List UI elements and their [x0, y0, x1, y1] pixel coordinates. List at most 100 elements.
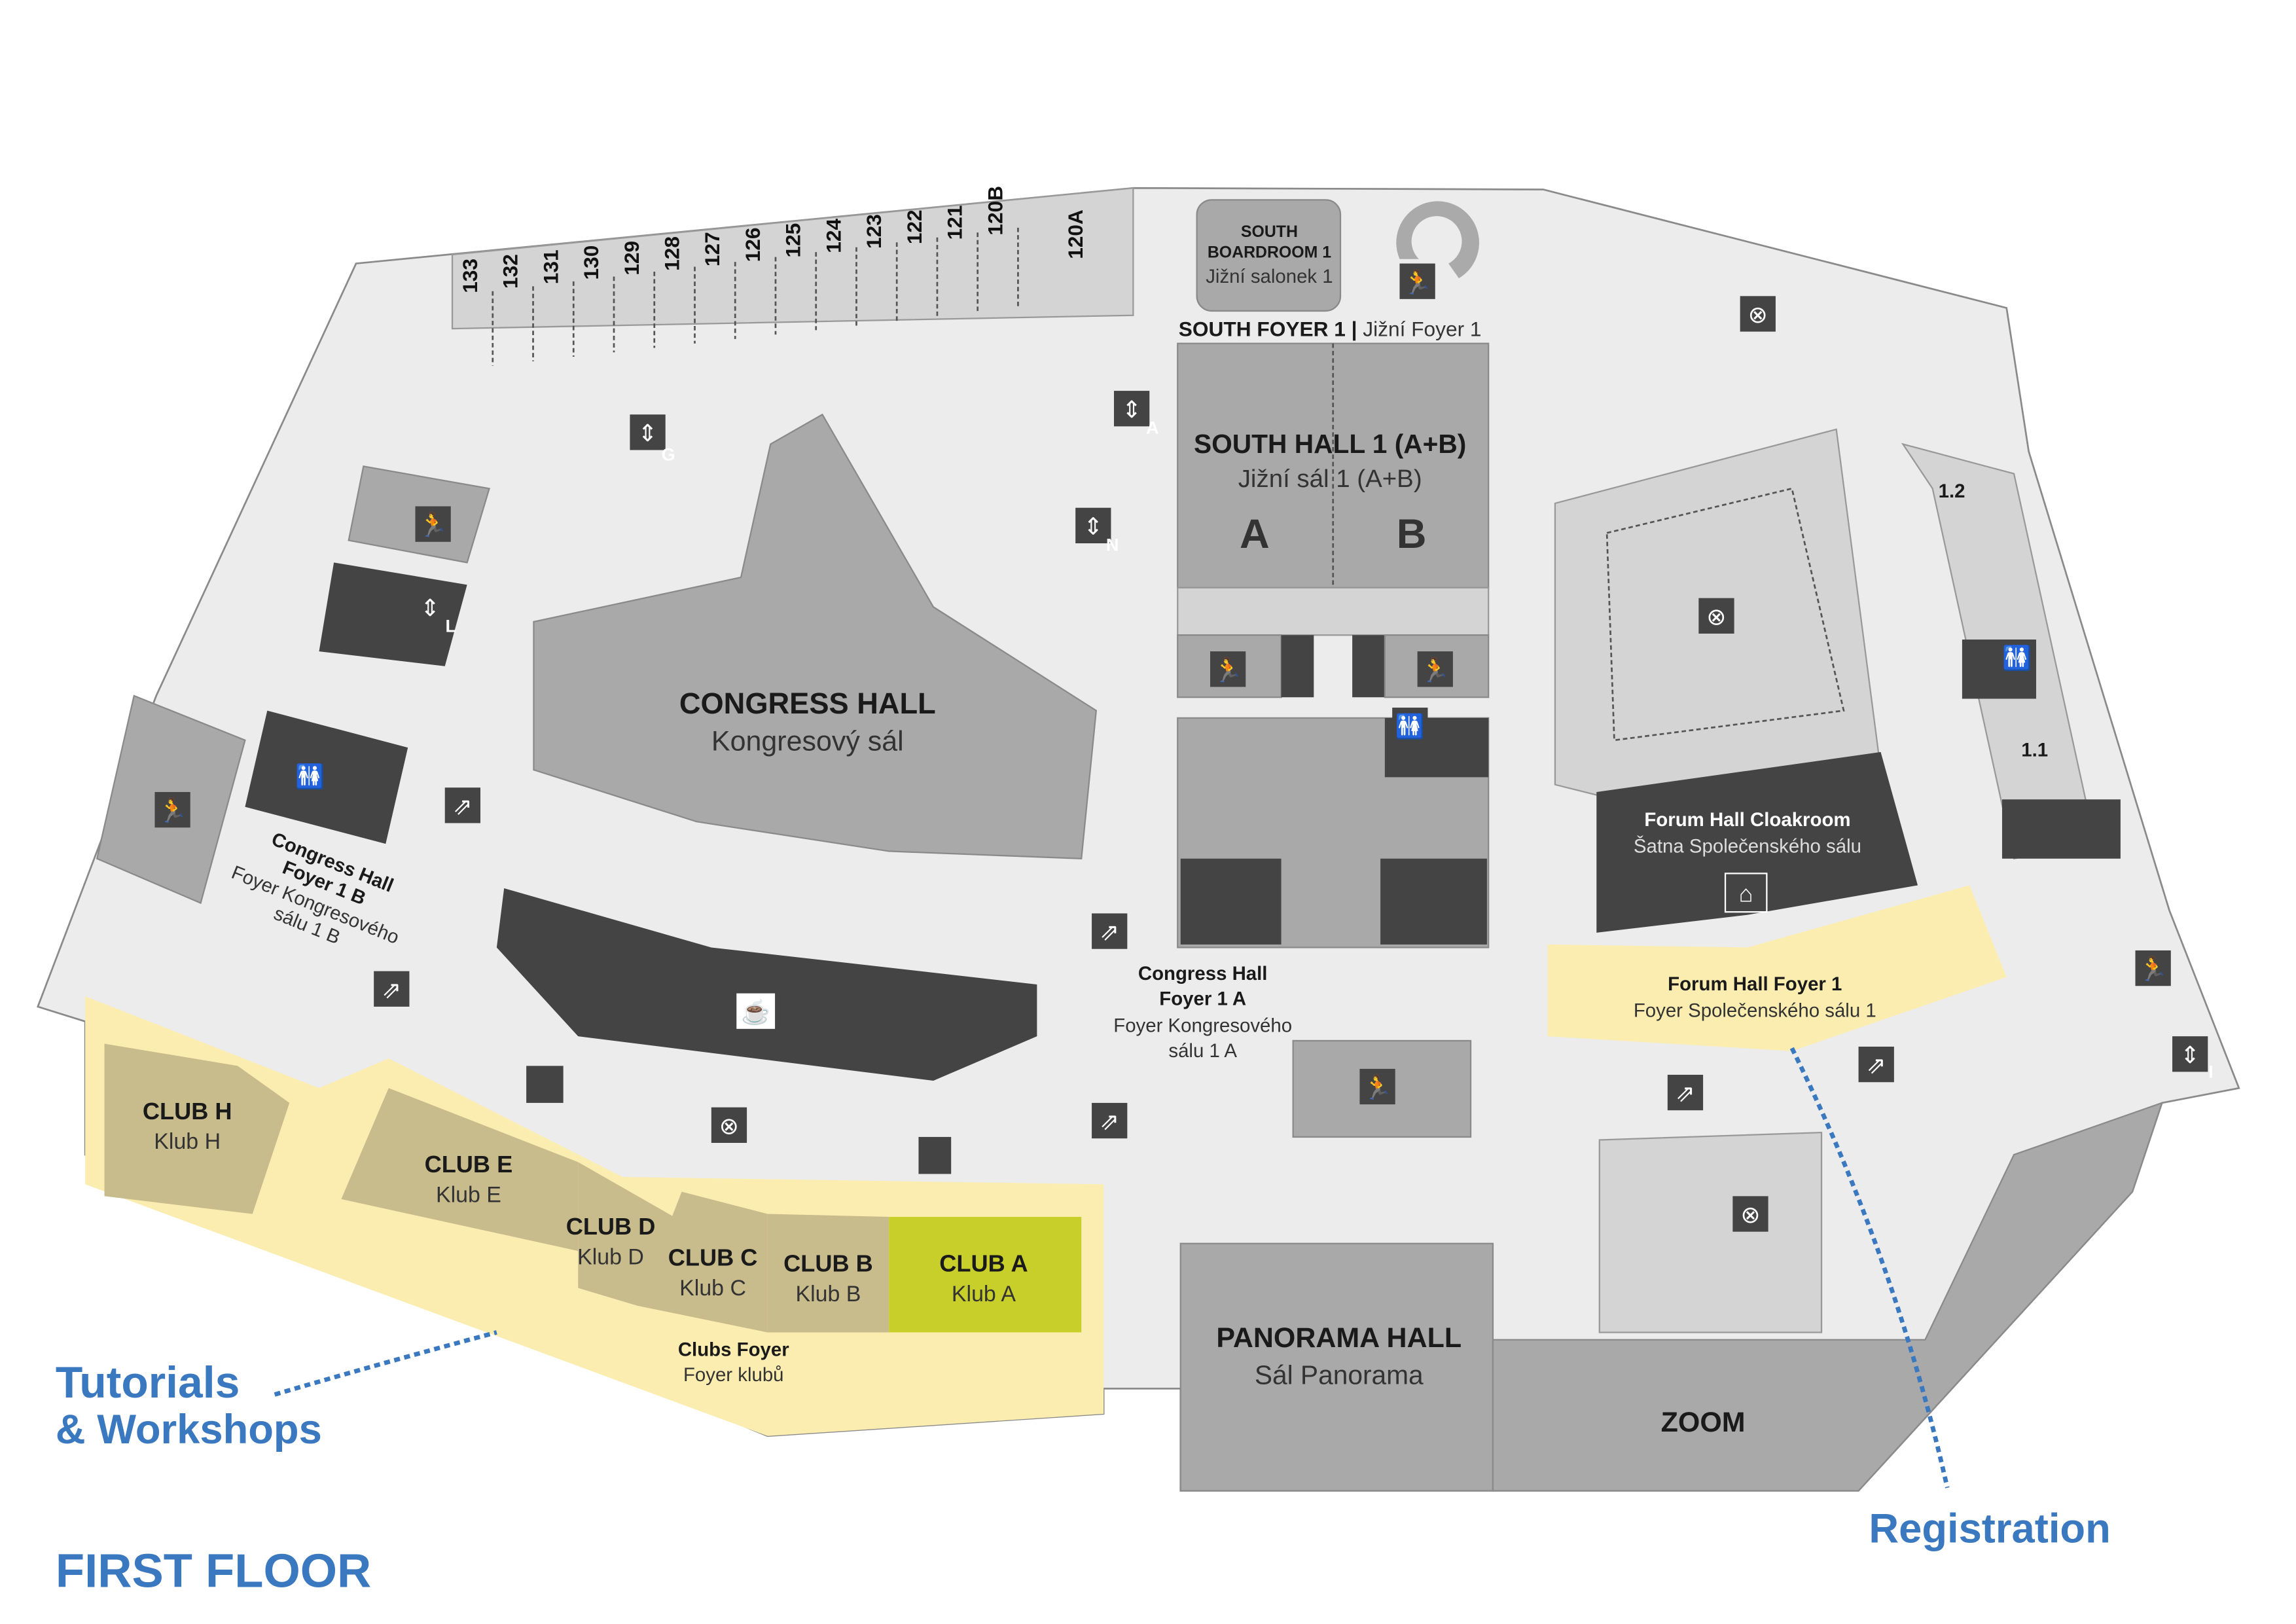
forum-foyer-zone [1547, 885, 2007, 1051]
svg-text:⊗: ⊗ [1706, 603, 1726, 630]
congress-hall-local: Kongresový sál [711, 726, 904, 757]
escalator-icon: ⇗ [1092, 913, 1128, 949]
svg-text:🚻: 🚻 [295, 763, 325, 790]
svg-text:⇗: ⇗ [1100, 918, 1119, 945]
svg-text:N: N [1106, 534, 1119, 554]
cloakroom-hanger-icon: ⌂ [1724, 873, 1768, 913]
svg-text:🏃: 🏃 [2138, 956, 2168, 983]
svg-text:⊗: ⊗ [1748, 301, 1768, 328]
escalator-icon: ⇗ [1092, 1102, 1128, 1139]
svg-text:🏃: 🏃 [158, 797, 187, 824]
south-boardroom [1196, 199, 1342, 312]
svg-text:☕: ☕ [741, 998, 770, 1025]
small-rooms-strip [451, 187, 1134, 330]
exit-stairs-icon: 🏃 [415, 506, 451, 542]
svg-text:⇕: ⇕ [637, 420, 657, 446]
svg-text:⇗: ⇗ [1867, 1052, 1886, 1079]
club-b [767, 1214, 889, 1333]
boardroom-label-2: BOARDROOM 1 [1208, 244, 1331, 262]
zoom-hall-label: ZOOM [1661, 1407, 1746, 1438]
svg-text:⇗: ⇗ [382, 976, 401, 1003]
restroom-icon: 🚻 [1392, 708, 1428, 744]
svg-text:⊗: ⊗ [1740, 1201, 1760, 1228]
foyer-1a-label-2: Foyer 1 A [1159, 988, 1246, 1010]
cloakroom-local: Šatna Společenského sálu [1634, 835, 1861, 857]
svg-text:⌂: ⌂ [1739, 880, 1753, 907]
zoom-hall [1492, 1102, 2164, 1492]
exit-stairs-icon: 🏃 [1210, 651, 1246, 687]
elevator-icon: ⇕G [630, 414, 675, 464]
boardroom-label-1: SOUTH [1241, 223, 1298, 241]
clubs-foyer-local: Foyer klubů [683, 1364, 784, 1386]
room-120b: 120B [983, 186, 1007, 236]
foyer-1a-label-1: Congress Hall [1138, 963, 1268, 984]
exit-stairs-icon: 🏃 [1359, 1068, 1395, 1105]
room-132: 132 [499, 254, 522, 289]
room-122: 122 [903, 209, 926, 244]
foyer-1a-local-2: sálu 1 A [1168, 1040, 1237, 1062]
svg-text:🏃: 🏃 [1403, 268, 1432, 295]
room-133: 133 [458, 259, 482, 293]
escalator-icon: ⇗ [1858, 1046, 1894, 1083]
panorama-hall-local: Sál Panorama [1255, 1360, 1424, 1390]
no-smoking-icon: ⊗ [1740, 296, 1776, 332]
club-label: CLUB E [425, 1151, 513, 1178]
club-local: Klub C [679, 1276, 746, 1301]
registration-leader [1789, 1047, 1950, 1489]
svg-text:⇗: ⇗ [1100, 1108, 1119, 1135]
exit-stairs-icon: 🏃 [1399, 263, 1435, 299]
escalator-icon: ⇗ [1667, 1074, 1704, 1111]
club-label: CLUB A [939, 1250, 1028, 1277]
south-hall-a: A [1240, 511, 1270, 557]
room-121: 121 [943, 206, 967, 240]
south-foyer-label: SOUTH FOYER 1 | Jižní Foyer 1 [1179, 317, 1482, 340]
svg-text:A: A [1146, 418, 1159, 438]
club-h [104, 1043, 290, 1214]
room-128: 128 [660, 236, 684, 271]
svg-text:🏃: 🏃 [1420, 657, 1450, 683]
svg-text:G: G [662, 444, 675, 464]
room-130: 130 [579, 245, 603, 280]
room-123: 123 [862, 214, 886, 249]
forum-foyer-local: Foyer Společenského sálu 1 [1634, 1000, 1876, 1022]
congress-hall-label: CONGRESS HALL [679, 687, 936, 720]
no-smoking-icon: ⊗ [1732, 1196, 1768, 1232]
forum-hall-cloakroom [1596, 751, 1918, 933]
restroom-icon: 🚻 [1999, 640, 2035, 676]
svg-text:I: I [2208, 1061, 2214, 1081]
club-e [341, 1088, 579, 1252]
congress-hall [533, 413, 1098, 859]
svg-text:🚻: 🚻 [1395, 713, 1425, 740]
svg-text:⇗: ⇗ [1676, 1080, 1695, 1107]
workshops-label: & Workshops [56, 1407, 322, 1453]
elevator-icon: ⇕A [1113, 391, 1159, 438]
room-129: 129 [620, 241, 643, 276]
cafe-icon: ☕ [736, 993, 776, 1029]
svg-text:⇕: ⇕ [420, 594, 440, 621]
exit-stairs-icon: 🏃 [2135, 950, 2171, 986]
cloakroom-label: Forum Hall Cloakroom [1644, 809, 1850, 831]
svg-text:⇕: ⇕ [2180, 1041, 2200, 1068]
spiral-stair [1396, 201, 1479, 279]
boardroom-local: Jižní salonek 1 [1206, 266, 1333, 287]
restroom-icon: 🚻 [292, 757, 329, 794]
room-120a: 120A [1064, 209, 1087, 259]
room-1-2: 1.2 [1939, 480, 1965, 502]
club-label: CLUB B [783, 1250, 873, 1277]
svg-text:L: L [445, 616, 456, 636]
svg-text:🏃: 🏃 [418, 511, 448, 538]
room-125: 125 [781, 223, 805, 258]
no-smoking-icon: ⊗ [711, 1107, 747, 1143]
club-local: Klub H [154, 1129, 221, 1154]
foyer-1a-local-1: Foyer Kongresového [1113, 1015, 1292, 1036]
room-126: 126 [741, 227, 764, 262]
svg-text:🏃: 🏃 [1363, 1074, 1392, 1101]
club-local: Klub B [796, 1282, 861, 1307]
club-label: CLUB D [566, 1213, 656, 1240]
svg-text:🏃: 🏃 [1213, 657, 1243, 683]
room-124: 124 [821, 219, 845, 253]
svg-text:🚻: 🚻 [2002, 645, 2032, 672]
floor-title: FIRST FLOOR [56, 1544, 371, 1597]
escalator-icon: ⇗ [444, 787, 481, 823]
